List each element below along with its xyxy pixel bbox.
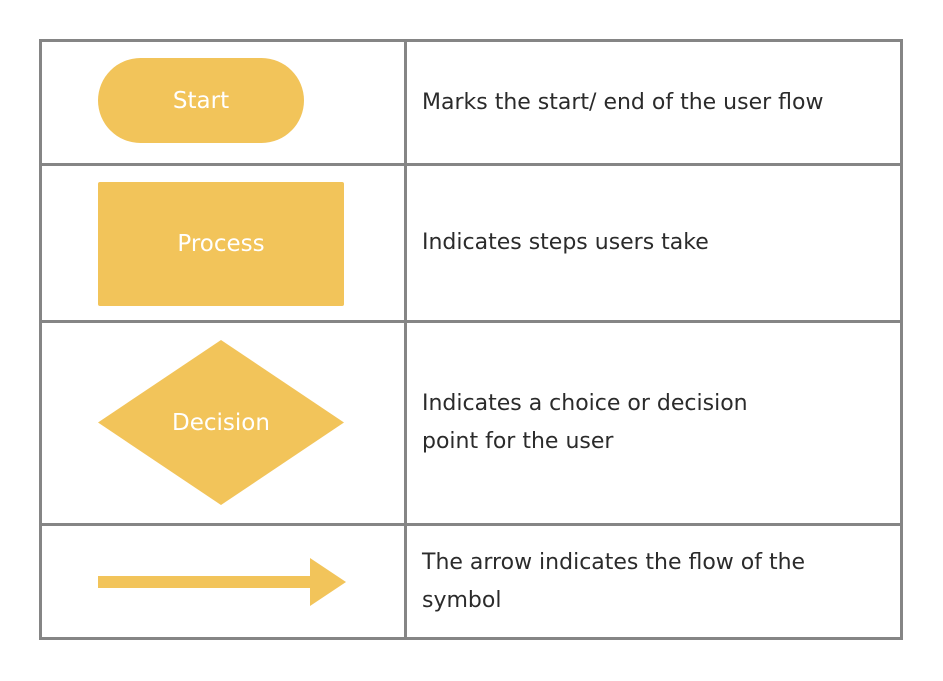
process-label: Process (177, 231, 265, 257)
legend-row-process: Process Indicates steps users take (42, 163, 900, 320)
flowchart-symbol-legend: Start Marks the start/ end of the user f… (39, 39, 903, 640)
column-divider (404, 42, 407, 637)
decision-diamond-shape (98, 340, 344, 505)
symbol-cell: Decision (42, 323, 404, 523)
legend-row-decision: Decision Indicates a choice or decision … (42, 320, 900, 523)
start-terminator-shape: Start (98, 58, 304, 143)
flow-arrow-icon (98, 558, 346, 606)
symbol-cell (42, 526, 404, 637)
start-description: Marks the start/ end of the user flow (422, 89, 824, 115)
decision-label-wrap: Decision (98, 340, 344, 505)
start-label: Start (172, 87, 230, 114)
process-description: Indicates steps users take (422, 230, 709, 255)
process-rectangle-shape: Process (98, 182, 344, 306)
symbol-cell: Start (42, 42, 404, 163)
symbol-cell: Process (42, 166, 404, 320)
arrow-description: The arrow indicates the flow of the symb… (422, 549, 806, 613)
legend-row-arrow: The arrow indicates the flow of the symb… (42, 523, 900, 637)
legend-row-start: Start Marks the start/ end of the user f… (42, 42, 900, 163)
decision-label: Decision (172, 409, 270, 436)
decision-description: Indicates a choice or decision point for… (422, 391, 748, 454)
